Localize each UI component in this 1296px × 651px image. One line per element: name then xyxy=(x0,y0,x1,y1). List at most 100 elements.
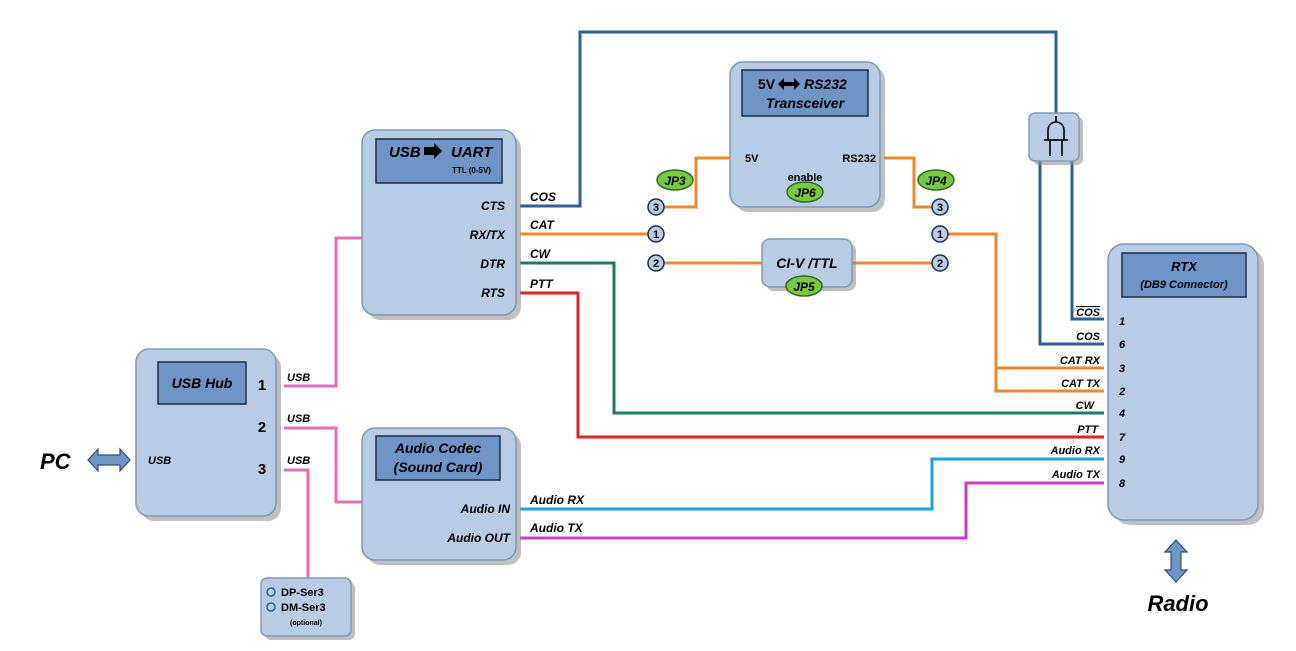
jumpers: JP3 JP4 JP6 JP5 xyxy=(656,169,955,297)
pin-left-2-label: 2 xyxy=(653,258,659,270)
civ-block: CI-V /TTL xyxy=(761,238,856,291)
inverter-gate-icon xyxy=(1047,121,1065,141)
usb-hub-port-1: 1 xyxy=(258,377,266,394)
wire-label-cat: CAT xyxy=(530,218,555,232)
wire-label-audio-tx: Audio TX xyxy=(529,521,584,535)
jumper-jp5 xyxy=(785,275,823,297)
pin-right-2-label: 2 xyxy=(937,258,943,270)
jumper-jp3-label: JP3 xyxy=(664,174,686,188)
pc-group: PC xyxy=(40,447,131,474)
pin-right-3 xyxy=(931,198,949,216)
pin-left-3-label: 3 xyxy=(653,202,659,214)
rtx-signal-ptt: PTT xyxy=(1077,424,1099,436)
rtx-signal-cos: COS xyxy=(1076,331,1101,343)
radio-group: Radio xyxy=(1147,539,1209,616)
audio-rx-wire xyxy=(520,457,1104,511)
ptt-wire xyxy=(520,291,1104,439)
audio-codec-title-1: Audio Codec xyxy=(394,440,482,456)
ser3-block: DP-Ser3 DM-Ser3 (optional) xyxy=(260,577,355,640)
transceiver-enable: enable xyxy=(788,172,823,184)
usb-uart-block: USB UART TTL (0-5V) CTS RX/TX DTR RTS xyxy=(361,129,521,320)
usb-wire-2 xyxy=(284,426,362,504)
jumper-jp6-label: JP6 xyxy=(794,186,816,200)
rtx-title-1: RTX xyxy=(1171,259,1198,274)
cat-rx-wire xyxy=(948,232,1104,370)
jumper-jp4-label: JP4 xyxy=(925,174,947,188)
cat-tx-wire xyxy=(994,368,1104,393)
pin-right-1 xyxy=(931,225,949,243)
dp-ser3-indicator-icon xyxy=(266,587,276,597)
cos-wire-direct xyxy=(1038,160,1104,346)
rtx-pin-num-6: 6 xyxy=(1119,339,1126,351)
usb-hub-title: USB Hub xyxy=(172,375,233,391)
jumper-jp3 xyxy=(656,169,694,191)
vertical-bidirectional-arrow-icon xyxy=(1163,539,1189,583)
wire-label-cw: CW xyxy=(530,247,552,261)
pin-circles: 3 1 2 3 1 2 xyxy=(647,198,949,272)
transceiver-5v-pin: 5V xyxy=(745,153,759,165)
rtx-block: RTX (DB9 Connector) 1 6 3 2 4 7 9 8 xyxy=(1107,243,1264,525)
rtx-pin-num-9: 9 xyxy=(1119,454,1126,466)
pin-left-3 xyxy=(647,198,665,216)
usb-wire-1 xyxy=(284,236,362,388)
uart-pin-dtr: DTR xyxy=(480,257,505,271)
rtx-pin-num-8: 8 xyxy=(1119,478,1126,490)
rtx-signal-cos-inverted: COS xyxy=(1076,307,1101,319)
pin-right-3-label: 3 xyxy=(937,202,943,214)
pc-label: PC xyxy=(40,449,72,474)
jp4-wire xyxy=(884,156,932,209)
usb-uart-title-2: UART xyxy=(451,144,494,161)
wire-label-usb-2: USB xyxy=(287,413,310,425)
wire-labels: COS CAT CW PTT USB USB USB Audio RX Audi… xyxy=(287,190,585,535)
rtx-signal-audio-rx: Audio RX xyxy=(1050,445,1101,457)
wires xyxy=(284,30,1104,578)
audio-codec-title-2: (Sound Card) xyxy=(394,459,483,475)
transceiver-rs232-pin: RS232 xyxy=(842,153,876,165)
wire-label-usb-1: USB xyxy=(287,372,310,384)
radio-label: Radio xyxy=(1147,591,1208,616)
uart-pin-cts: CTS xyxy=(481,199,505,213)
pin-right-2 xyxy=(931,254,949,272)
pin-right-1-label: 1 xyxy=(937,229,943,241)
dm-ser3-label: DM-Ser3 xyxy=(281,602,326,614)
rtx-signal-labels: COS COS CAT RX CAT TX CW PTT Audio RX Au… xyxy=(1050,307,1101,481)
cos-wire-inv xyxy=(1070,160,1104,321)
transceiver-block: 5V RS232 Transceiver 5V RS232 enable xyxy=(729,61,885,212)
usb-wire-3 xyxy=(284,468,310,578)
usb-hub-pc-port: USB xyxy=(148,455,171,467)
wire-label-usb-3: USB xyxy=(287,455,310,467)
uart-pin-rxtx: RX/TX xyxy=(470,228,506,242)
pin-left-1 xyxy=(647,225,665,243)
rtx-signal-audio-tx: Audio TX xyxy=(1051,469,1101,481)
rtx-signal-cw: CW xyxy=(1076,400,1096,412)
jumper-jp6 xyxy=(786,181,824,203)
double-arrow-icon xyxy=(778,78,800,90)
transceiver-title-2: Transceiver xyxy=(766,95,846,111)
audio-codec-pin-out: Audio OUT xyxy=(446,531,511,545)
rtx-signal-cat-tx: CAT TX xyxy=(1061,378,1101,390)
wire-label-cos: COS xyxy=(530,190,556,204)
rtx-pin-num-7: 7 xyxy=(1119,432,1126,444)
usb-uart-subtitle: TTL (0-5V) xyxy=(452,166,491,175)
uart-pin-rts: RTS xyxy=(481,286,505,300)
usb-uart-title: USB xyxy=(389,144,421,161)
jumper-jp5-label: JP5 xyxy=(793,280,815,294)
ser3-optional-note: (optional) xyxy=(290,620,322,627)
dm-ser3-indicator-icon xyxy=(266,602,276,612)
usb-hub-port-3: 3 xyxy=(258,461,266,478)
usb-hub-block: USB Hub USB 1 2 3 xyxy=(135,348,281,521)
jumper-jp4 xyxy=(917,169,955,191)
pin-left-1-label: 1 xyxy=(653,229,659,241)
usb-hub-port-2: 2 xyxy=(258,419,266,436)
wire-label-ptt: PTT xyxy=(530,277,554,291)
rtx-title-2: (DB9 Connector) xyxy=(1140,279,1228,291)
cos-wire xyxy=(520,30,1058,208)
cw-wire xyxy=(520,261,1104,415)
wire-label-audio-rx: Audio RX xyxy=(529,493,585,507)
rtx-pin-num-1: 1 xyxy=(1119,316,1125,328)
bidirectional-arrow-icon xyxy=(87,447,131,473)
transceiver-title-5v: 5V xyxy=(758,76,776,92)
rtx-pin-num-3: 3 xyxy=(1119,363,1125,375)
inverter-block xyxy=(1028,112,1083,165)
